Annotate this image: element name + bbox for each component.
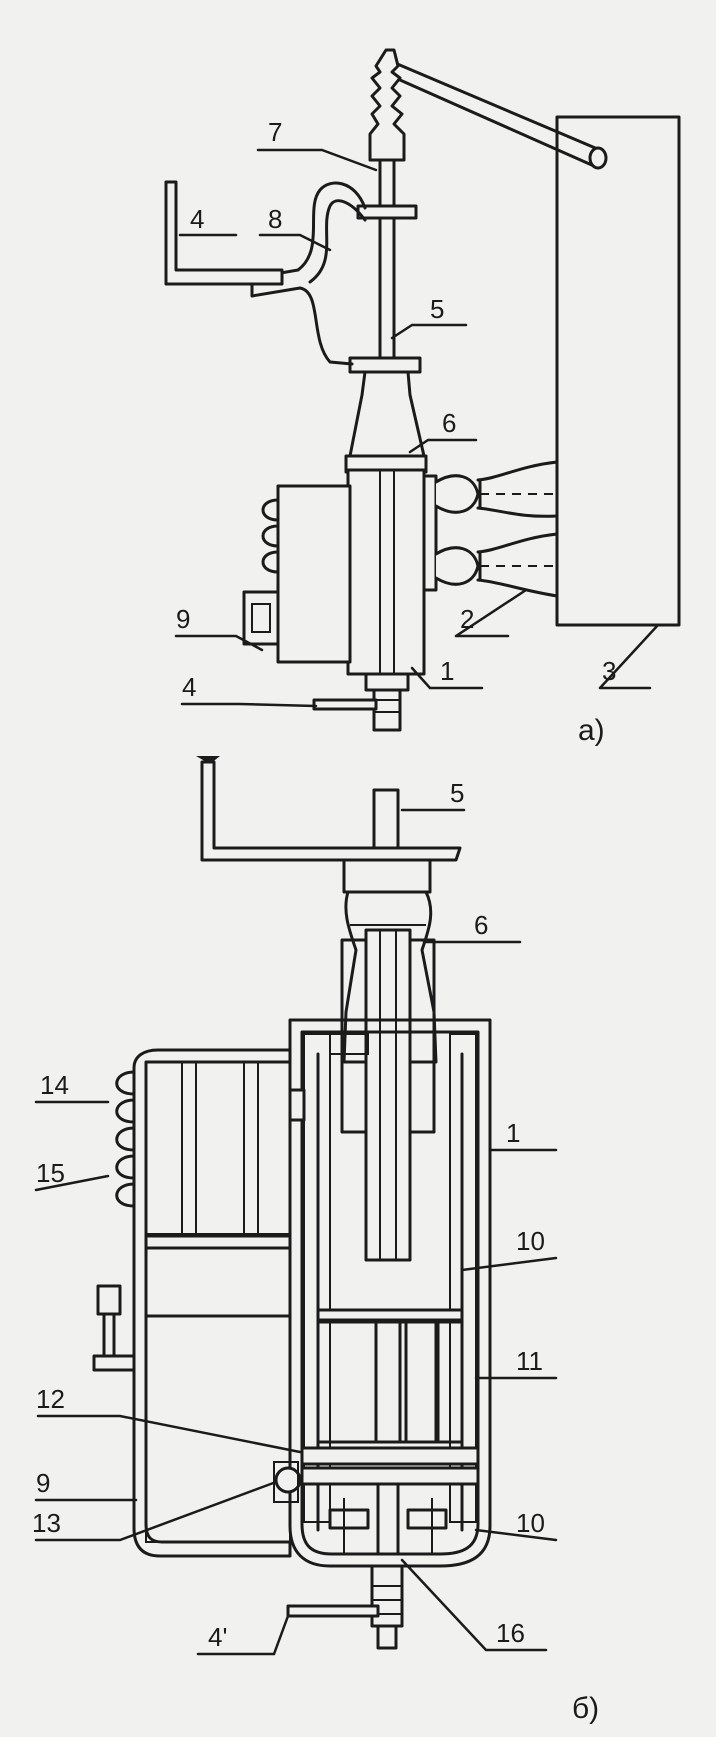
bushing-cap	[342, 858, 432, 894]
arc-quench-stack-mid	[404, 1320, 438, 1444]
side-chamber-wall	[132, 1048, 292, 1558]
chamber-plate	[316, 1308, 464, 1322]
gauge-window	[251, 603, 271, 633]
bolt-tip	[376, 1624, 398, 1650]
valve-13	[274, 1466, 302, 1494]
label-b-14: 14	[40, 1070, 69, 1100]
support-insulator-upper	[434, 460, 559, 518]
cooling-ribs	[261, 498, 280, 574]
support-insulator-lower	[434, 532, 559, 598]
caption-a: а)	[578, 714, 605, 747]
bottom-bolt	[372, 688, 402, 732]
label-6: 6	[442, 408, 456, 438]
label-2: 2	[460, 604, 474, 634]
moving-contact-rod	[374, 1320, 402, 1444]
bottom-flange	[364, 672, 410, 692]
label-b-12: 12	[36, 1384, 65, 1414]
separator-plate-upper	[300, 1446, 480, 1466]
cooling-fins	[115, 1070, 136, 1208]
oil-gauge-base	[92, 1354, 136, 1372]
label-b-10-top: 10	[516, 1226, 545, 1256]
bottom-terminal	[312, 698, 378, 711]
breaker-tank	[346, 468, 426, 676]
busbar-inner-edge	[308, 199, 367, 284]
wall-mounting-plate	[555, 115, 681, 627]
bottom-terminal-4prime	[286, 1604, 380, 1618]
terminal-bracket	[164, 180, 284, 286]
connector-block	[288, 1088, 306, 1122]
fixed-contact-right	[406, 1508, 448, 1530]
label-b-16: 16	[496, 1618, 525, 1648]
flexible-busbar	[250, 181, 367, 366]
label-3: 3	[602, 656, 616, 686]
top-insulation-ring	[329, 1033, 369, 1055]
top-rod-ribbed	[368, 48, 406, 162]
label-b-10-bottom: 10	[516, 1508, 545, 1538]
lower-clamp	[348, 356, 422, 374]
chamber-divider	[144, 1234, 292, 1250]
oil-level-gauge	[242, 590, 280, 646]
label-b-5: 5	[450, 778, 464, 808]
label-4: 4	[190, 204, 204, 234]
label-b-6: 6	[474, 910, 488, 940]
label-4-bottom: 4	[182, 672, 196, 702]
drive-lever	[389, 61, 602, 168]
terminal-tip	[196, 756, 220, 764]
top-bracket	[200, 760, 462, 862]
rib-1	[181, 1061, 197, 1235]
top-rod-5	[372, 788, 400, 850]
label-b-13: 13	[32, 1508, 61, 1538]
main-tank-inner	[300, 1030, 480, 1556]
side-oil-chamber	[276, 484, 352, 664]
rib-2	[243, 1061, 259, 1235]
label-b-4prime: 4'	[208, 1622, 227, 1652]
lever-pivot	[588, 146, 608, 170]
separator-plate-lower	[300, 1466, 480, 1486]
side-chamber-upper	[145, 1061, 291, 1235]
label-b-1: 1	[506, 1118, 520, 1148]
lower-rod	[376, 1482, 400, 1556]
insulator-flange	[422, 474, 438, 592]
oil-volume	[145, 1315, 291, 1543]
label-b-11: 11	[516, 1346, 543, 1376]
label-b-15: 15	[36, 1158, 65, 1188]
label-1: 1	[440, 656, 454, 686]
oil-gauge-stem	[102, 1312, 116, 1358]
figure-a: 7 4 8 5 6 9 2 1 3 4 а)	[164, 48, 681, 747]
fixed-contact-left	[328, 1508, 370, 1530]
caption-b: б)	[572, 1692, 599, 1725]
upper-clamp	[356, 204, 418, 220]
label-9: 9	[176, 604, 190, 634]
label-5: 5	[430, 294, 444, 324]
label-b-9: 9	[36, 1468, 50, 1498]
insulator-bushing	[348, 370, 426, 458]
label-7: 7	[268, 117, 282, 147]
bushing-core	[364, 928, 412, 1262]
arc-quench-stack-right	[434, 1320, 464, 1444]
oil-gauge-head	[96, 1284, 122, 1316]
label-8: 8	[268, 204, 282, 234]
figure-b: 5 6 14 15 1 10 11 12 9 13 10 4' 16 б)	[32, 756, 599, 1725]
